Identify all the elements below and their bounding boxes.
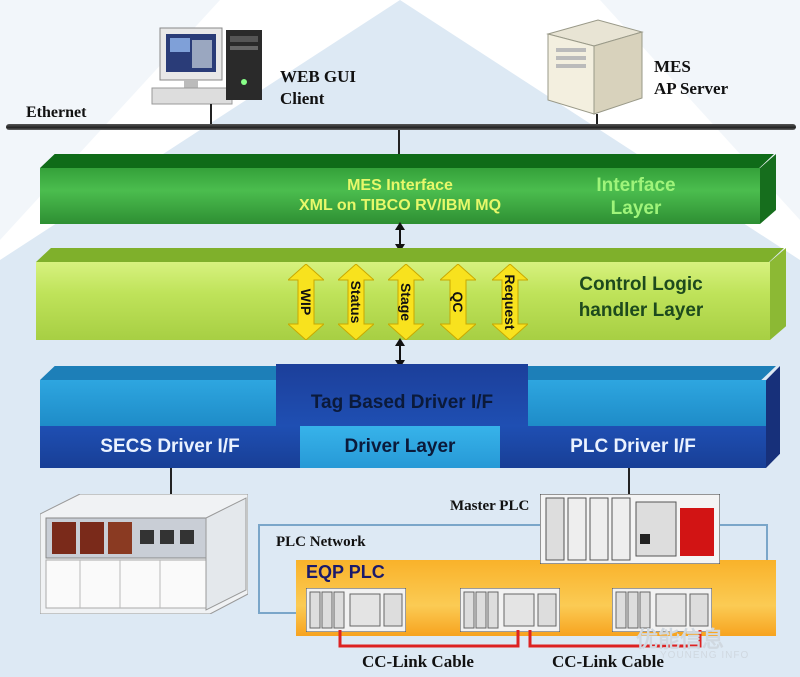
- control-layer-top: [36, 248, 784, 262]
- server-label-line2: AP Server: [654, 79, 729, 98]
- watermark-subtext: YOUNENG INFO: [660, 650, 750, 661]
- interface-control-double-arrow: [395, 222, 405, 252]
- driver-top-left-block: [40, 380, 276, 426]
- double-arrow-icon: [338, 264, 374, 340]
- master-plc-label: Master PLC: [450, 498, 530, 514]
- plc-driver-label: PLC Driver I/F: [570, 436, 696, 457]
- server-label-line1: MES: [654, 57, 691, 76]
- eqp-plc-device-1-icon: [306, 588, 406, 632]
- eqp-plc-label: EQP PLC: [306, 562, 385, 582]
- web-gui-client-computer-icon: [151, 27, 262, 105]
- cc-link-cable-label-2: CC-Link Cable: [552, 652, 664, 671]
- watermark-logo: 优能信息: [636, 627, 725, 652]
- control-layer-side: [770, 248, 786, 340]
- server-connector: [596, 114, 598, 126]
- tag-based-driver-block: [276, 364, 528, 426]
- eqp-plc-device-2-icon: [460, 588, 560, 632]
- ethernet-label: Ethernet: [26, 104, 87, 121]
- wip-arrow: WIP: [288, 264, 324, 340]
- driver-layer-label: Driver Layer: [344, 436, 456, 457]
- wip-arrow-label: WIP: [298, 288, 314, 316]
- control-layer-name-line2: handler Layer: [578, 300, 704, 321]
- request-arrow: Request: [492, 264, 528, 340]
- double-arrow-icon: [440, 264, 476, 340]
- client-label-line2: Client: [280, 89, 325, 108]
- mes-ap-server-icon: [546, 19, 644, 115]
- driver-top-right-block: [528, 380, 766, 426]
- double-arrow-icon: [388, 264, 424, 340]
- interface-layer-side: [760, 154, 776, 224]
- client-connector: [210, 104, 212, 126]
- interface-layer-name-line1: Interface: [596, 175, 676, 196]
- status-arrow: Status: [338, 264, 374, 340]
- secs-driver-block: [40, 426, 300, 468]
- master-plc-device-icon: [540, 494, 720, 564]
- interface-layer-top: [40, 154, 774, 168]
- double-arrow-icon: [492, 264, 528, 340]
- stage-arrow: Stage: [388, 264, 424, 340]
- control-layer-name: Control Logic handler Layer: [556, 272, 726, 324]
- status-arrow-label: Status: [348, 280, 364, 324]
- mes-interface-line2: XML on TIBCO RV/IBM MQ: [298, 197, 502, 214]
- interface-layer-name: Interface Layer: [576, 174, 696, 220]
- control-layer-name-line1: Control Logic: [579, 274, 703, 295]
- interface-layer: [40, 168, 760, 224]
- double-arrow-icon: [288, 264, 324, 340]
- eqp-plc-device-3-icon: [612, 588, 712, 632]
- tag-based-driver-label: Tag Based Driver I/F: [310, 392, 494, 413]
- secs-driver-label: SECS Driver I/F: [100, 436, 240, 457]
- client-label-line1: WEB GUI: [280, 67, 357, 86]
- equipment-machine-icon: [40, 494, 248, 614]
- driver-layer-block: [300, 426, 500, 468]
- qc-arrow-label: QC: [450, 291, 466, 313]
- mes-interface-line1: MES Interface: [347, 177, 453, 194]
- cc-link-cable-label-1: CC-Link Cable: [362, 652, 474, 671]
- stage-arrow-label: Stage: [398, 282, 414, 322]
- mes-ap-server-label: MES AP Server: [654, 56, 728, 100]
- request-arrow-label: Request: [502, 274, 518, 330]
- web-gui-client-label: WEB GUI Client: [280, 66, 356, 110]
- plc-driver-master-connector: [628, 468, 630, 494]
- plc-network-label: PLC Network: [276, 534, 366, 550]
- cc-link-cable-lines: [338, 630, 702, 648]
- ethernet-to-interface-connector: [398, 130, 400, 156]
- interface-layer-name-line2: Layer: [610, 198, 662, 219]
- driver-layer-side: [766, 366, 780, 468]
- secs-equipment-connector: [170, 468, 172, 494]
- mes-interface-text: MES Interface XML on TIBCO RV/IBM MQ: [250, 176, 550, 216]
- qc-arrow: QC: [440, 264, 476, 340]
- ethernet-bus: [6, 124, 796, 130]
- plc-driver-block: [500, 426, 766, 468]
